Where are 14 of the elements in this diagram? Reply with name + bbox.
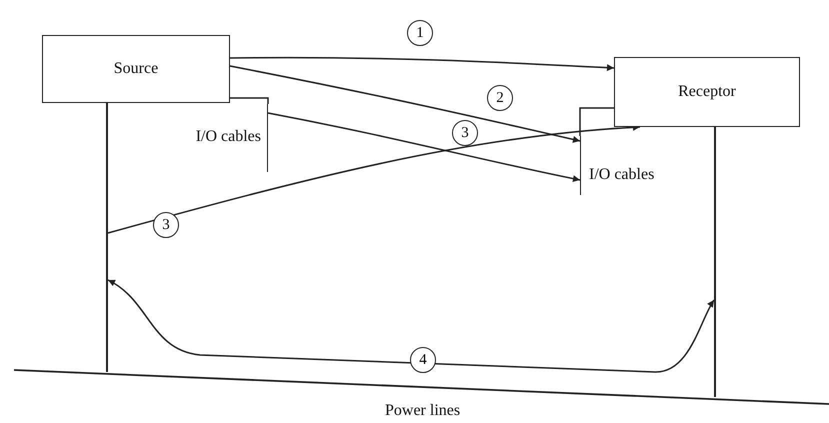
device-box: Receptor (614, 57, 800, 127)
device-box: Source (42, 35, 230, 103)
arrow (108, 279, 715, 373)
arrow (268, 112, 580, 182)
cable-outline: I/O cables (150, 104, 268, 172)
edge-label: 3 (452, 120, 478, 146)
edge-label: 2 (487, 85, 513, 111)
arrow (230, 65, 580, 143)
cable-outline: I/O cables (580, 136, 690, 195)
edge-label: 1 (407, 20, 433, 46)
edge-label: 3 (153, 212, 179, 238)
line-label: Power lines (385, 402, 460, 420)
edge-label: 4 (410, 347, 436, 373)
arrow (230, 56, 614, 72)
